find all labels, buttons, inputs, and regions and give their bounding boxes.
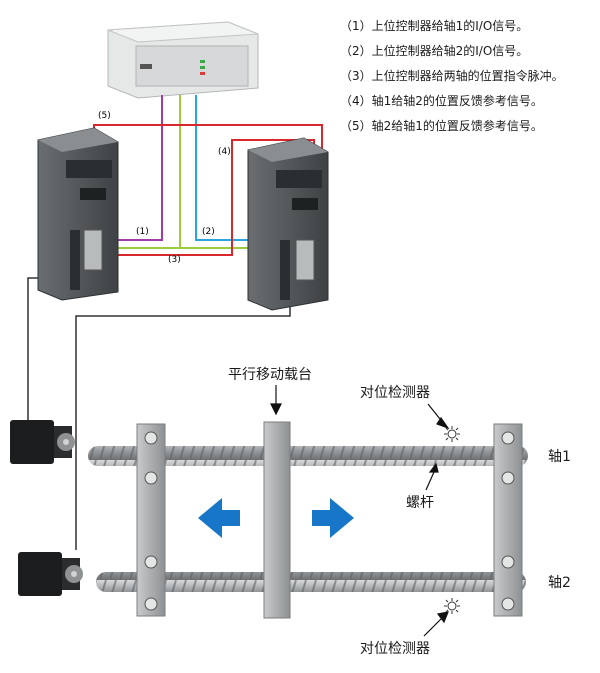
carriage-label: 平行移动载台 — [228, 367, 312, 383]
plc-controller — [107, 21, 259, 99]
wire-label-3: (3) — [168, 255, 181, 265]
legend-item-2: （2）上位控制器给轴2的I/O信号。 — [340, 44, 529, 58]
servo-motor-1 — [10, 420, 75, 464]
axis2-label: 轴2 — [548, 575, 571, 591]
servo-drive-1 — [37, 127, 119, 301]
wire-label-2: (2) — [202, 227, 215, 237]
detector-bottom-label: 对位检测器 — [360, 641, 430, 657]
sensor-icon — [444, 598, 460, 614]
side-frame-left — [136, 423, 166, 617]
detector-top-label: 对位检测器 — [360, 385, 430, 401]
lead-screw-1 — [88, 446, 528, 466]
moving-carriage — [263, 421, 291, 619]
wire-label-5: (5) — [98, 111, 111, 121]
servo-drive-2 — [247, 137, 329, 311]
legend-item-5: （5）轴2给轴1的位置反馈参考信号。 — [340, 119, 543, 133]
right-arrow-icon — [312, 498, 354, 538]
legend-item-1: （1）上位控制器给轴1的I/O信号。 — [340, 19, 529, 33]
lead-screw-2 — [96, 572, 526, 592]
motor-cable-2 — [75, 300, 291, 550]
legend-item-4: （4）轴1给轴2的位置反馈参考信号。 — [340, 94, 543, 108]
axis1-label: 轴1 — [548, 449, 571, 465]
wire-1 — [104, 95, 163, 241]
wire-label-4: (4) — [218, 147, 231, 157]
screw-label: 螺杆 — [406, 495, 434, 511]
signal-legend: （1）上位控制器给轴1的I/O信号。 （2）上位控制器给轴2的I/O信号。 （3… — [340, 14, 595, 139]
leader-lines — [270, 385, 450, 637]
servo-motor-2 — [18, 552, 83, 596]
wire-label-1: (1) — [136, 227, 149, 237]
side-frame-right — [493, 423, 523, 617]
legend-item-3: （3）上位控制器给两轴的位置指令脉冲。 — [340, 69, 564, 83]
left-arrow-icon — [198, 498, 240, 538]
sensor-icon — [444, 426, 460, 442]
